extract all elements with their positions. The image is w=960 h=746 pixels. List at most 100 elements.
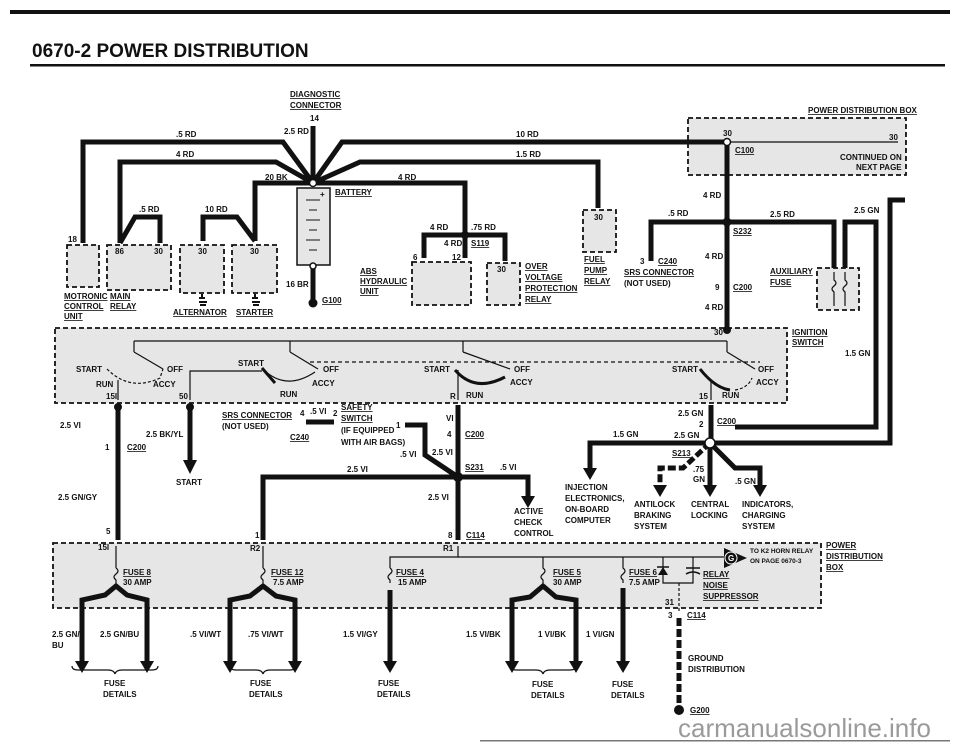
- ground-label: G200: [690, 706, 710, 715]
- terminal-label: R2: [250, 544, 261, 553]
- connector-label: C200: [733, 283, 753, 292]
- active-check-control-label: ACTIVE: [514, 507, 544, 516]
- battery-label: BATTERY: [335, 188, 373, 197]
- ovp-relay-label: RELAY: [525, 295, 552, 304]
- auxiliary-fuse: [816, 267, 860, 311]
- motronic-control-unit: [66, 244, 100, 288]
- g100-ground-icon: [308, 298, 318, 308]
- s213-splice: [704, 437, 716, 449]
- safety-switch-label: SAFETY: [341, 403, 373, 412]
- battery: [296, 187, 331, 266]
- wire-label: 4 RD: [398, 173, 416, 182]
- pin-label: 9: [715, 283, 720, 292]
- continued-label: NEXT PAGE: [856, 163, 902, 172]
- s232-splice: [722, 217, 732, 227]
- pin-label: 30: [594, 213, 603, 222]
- main-relay-label: MAIN: [110, 292, 131, 301]
- wire-label: 16 BR: [286, 280, 309, 289]
- continued-label: CONTINUED ON: [840, 153, 902, 162]
- middle-labels: 2.5 VI 1 C200 2.5 GN/GY 5 2.5 BK/YL STAR…: [58, 349, 871, 540]
- ignition-labels: IGNITION SWITCH 30 START OFF RUN ACCY 15…: [76, 328, 828, 401]
- antilock-label: ANTILOCK: [634, 500, 676, 509]
- power-distribution-box-label: DISTRIBUTION: [826, 552, 883, 561]
- connector-label: C200: [717, 417, 737, 426]
- terminal-15i-node: [114, 403, 122, 411]
- fuse-4-label: FUSE 4: [396, 568, 425, 577]
- ovp-relay-label: VOLTAGE: [525, 273, 563, 282]
- switch-position-label: OFF: [758, 365, 774, 374]
- wire-label: 4 RD: [703, 191, 721, 200]
- active-check-control-label: CONTROL: [514, 529, 554, 538]
- connector-label: C200: [127, 443, 147, 452]
- wire-label: VI: [446, 414, 454, 423]
- horn-relay-ref: ON PAGE 0670-3: [750, 558, 802, 565]
- fuse-details-label: FUSE: [250, 679, 272, 688]
- switch-position-label: ACCY: [756, 378, 779, 387]
- c100-node: [722, 137, 732, 147]
- wire-label: 2.5 VI: [60, 421, 81, 430]
- fuel-pump-relay: [582, 209, 617, 253]
- fuse-details-label: FUSE: [378, 679, 400, 688]
- wire-label: .5 GN: [735, 477, 756, 486]
- terminal-label: 15I: [98, 543, 109, 552]
- main-relay: [106, 244, 172, 291]
- bottom-labels: 15I R2 R1 FUSE 8 30 AMP FUSE 12 7.5 AMP …: [52, 541, 883, 715]
- antilock-label: BRAKING: [634, 511, 671, 520]
- motronic-label: CONTROL: [64, 302, 104, 311]
- safety-switch-label: (IF EQUIPPED: [341, 426, 395, 435]
- wire-label: 10 RD: [516, 130, 539, 139]
- switch-position-label: RUN: [466, 391, 484, 400]
- starter-label: STARTER: [236, 308, 273, 317]
- g200-ground-icon: [674, 705, 684, 715]
- wire-label: 4 RD: [430, 223, 448, 232]
- switch-position-label: ACCY: [510, 378, 533, 387]
- abs-label: HYDRAULIC: [360, 277, 407, 286]
- power-distribution-box-label: POWER DISTRIBUTION BOX: [808, 106, 918, 115]
- pin-label: 12: [452, 253, 461, 262]
- switch-position-label: START: [76, 365, 102, 374]
- wire-label: 2.5 GN/BU: [100, 630, 139, 639]
- fuse-details-label: FUSE: [612, 680, 634, 689]
- g-connector-icon: G: [724, 548, 747, 568]
- pin-label: 1: [396, 421, 401, 430]
- wire-label: .5 RD: [176, 130, 197, 139]
- fuse-8-rating: 30 AMP: [123, 578, 152, 587]
- fuse-8-label: FUSE 8: [123, 568, 152, 577]
- wire-label: .5 VI: [500, 463, 516, 472]
- pin-label: 2: [699, 420, 704, 429]
- ignition-switch-label: IGNITION: [792, 328, 828, 337]
- battery-positive-node: [308, 178, 318, 188]
- ground-distribution-label: GROUND: [688, 654, 724, 663]
- diagnostic-connector-label: CONNECTOR: [290, 101, 342, 110]
- wire-label: 1.5 VI/BK: [466, 630, 501, 639]
- splice-label: S213: [672, 449, 691, 458]
- pin-label: 4: [447, 430, 452, 439]
- wire-label: .5 RD: [668, 209, 689, 218]
- wire-label: 2.5 BK/YL: [146, 430, 183, 439]
- connector-label: C114: [687, 611, 706, 620]
- diagnostic-connector-label: DIAGNOSTIC: [290, 90, 340, 99]
- antilock-label: SYSTEM: [634, 522, 667, 531]
- fuse-details-label: DETAILS: [611, 691, 645, 700]
- wire-label: 4 RD: [176, 150, 194, 159]
- pin-label: 30: [497, 265, 506, 274]
- alternator-ground-icon: [199, 294, 207, 306]
- switch-position-label: OFF: [167, 365, 183, 374]
- indicators-label: INDICATORS,: [742, 500, 793, 509]
- top-rule: [10, 10, 950, 14]
- switch-position-label: RUN: [722, 391, 740, 400]
- starter-ground-icon: [252, 294, 260, 306]
- safety-switch-label: WITH AIR BAGS): [341, 438, 405, 447]
- injection-label: ELECTRONICS,: [565, 494, 625, 503]
- power-distribution-box-label: BOX: [826, 563, 844, 572]
- pin-label: 18: [68, 235, 77, 244]
- wire-label: 2.5 GN/: [52, 630, 80, 639]
- alternator: [179, 244, 225, 294]
- main-relay-label: RELAY: [110, 302, 137, 311]
- fuel-pump-relay-label: RELAY: [584, 277, 611, 286]
- pin-label: 30: [714, 328, 723, 337]
- abs-label: UNIT: [360, 287, 379, 296]
- auxiliary-fuse-icon: [831, 272, 848, 306]
- battery-plus-label: +: [320, 190, 325, 199]
